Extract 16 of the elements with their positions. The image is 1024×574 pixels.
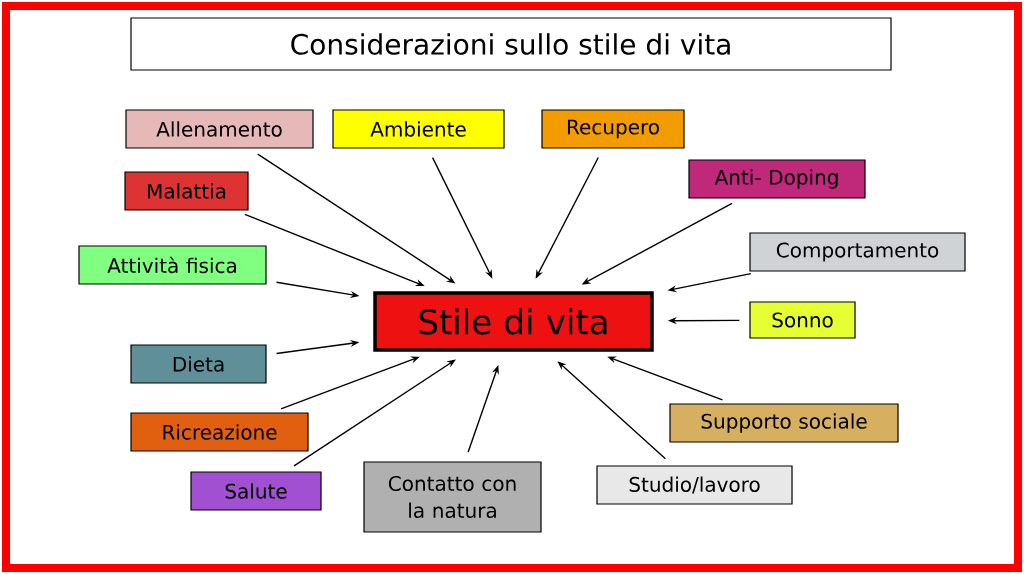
title-box: Considerazioni sullo stile di vita	[130, 17, 892, 71]
factor-box: Allenamento	[125, 109, 314, 149]
central-box: Stile di vita	[373, 291, 654, 352]
factor-box: Contatto con la natura	[363, 461, 542, 533]
factor-box: Studio/lavoro	[596, 465, 793, 505]
factor-box: Recupero	[541, 109, 685, 149]
factor-box: Supporto sociale	[669, 403, 899, 443]
factor-box: Salute	[190, 471, 322, 511]
factor-box: Ricreazione	[130, 412, 309, 452]
factor-box: Attività fisica	[78, 245, 267, 285]
factor-box: Comportamento	[749, 232, 966, 272]
factor-box: Ambiente	[332, 109, 505, 149]
factor-box: Dieta	[130, 344, 267, 384]
factor-box: Sonno	[749, 301, 856, 339]
factor-box: Malattia	[124, 171, 249, 211]
factor-box: Anti- Doping	[688, 159, 866, 199]
